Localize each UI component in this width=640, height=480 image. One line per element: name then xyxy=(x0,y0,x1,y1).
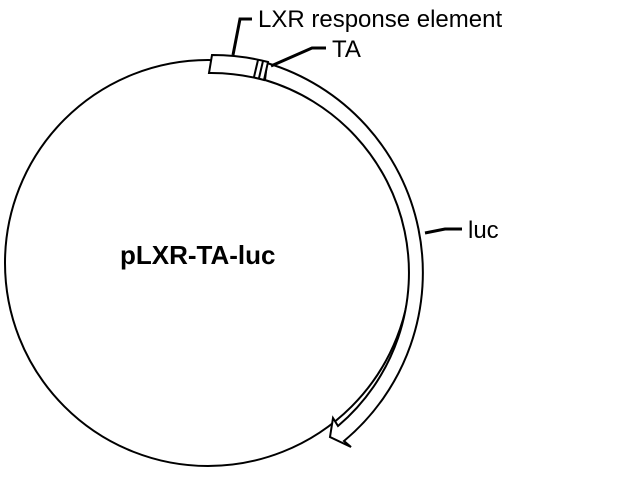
ta-mark-left xyxy=(253,59,259,78)
response-element-box xyxy=(207,53,270,82)
luc-leader xyxy=(424,227,462,235)
ta-leader xyxy=(270,46,326,68)
plasmid-name: pLXR-TA-luc xyxy=(120,240,276,270)
luc-label: luc xyxy=(468,217,499,244)
ta-mark-right xyxy=(258,60,264,79)
response-element-leader xyxy=(231,17,252,56)
luc-feature-arrow xyxy=(263,61,424,448)
response-element-label: LXR response element xyxy=(258,6,502,33)
ta-label: TA xyxy=(332,36,361,63)
